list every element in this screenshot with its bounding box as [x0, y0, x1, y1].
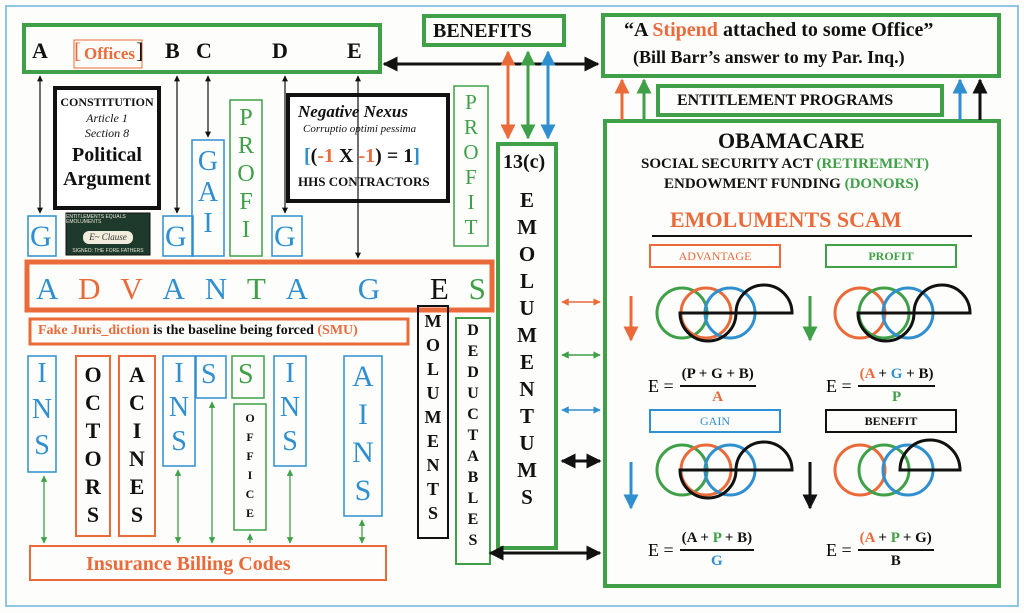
top-letters-box	[22, 23, 382, 74]
fake-jurisdiction-text: Fake Juris_diction is the baseline being…	[38, 323, 358, 338]
fake-box	[28, 317, 410, 346]
constitution-box	[53, 86, 161, 210]
advantage-label: ADVANTAGE	[678, 249, 752, 263]
s-label-blue: S	[201, 359, 217, 390]
entitlement-label: ENTITLEMENT PROGRAMS	[677, 92, 894, 109]
ins-box-1	[27, 355, 57, 473]
entitlement-box	[656, 84, 944, 117]
g-box-1	[27, 215, 57, 257]
offices-bracket-box	[73, 39, 143, 69]
acines-box	[118, 355, 156, 537]
obamacare-line3: ENDOWMENT FUNDING (DONORS)	[664, 176, 919, 192]
obamacare-title: OBAMACARE	[718, 128, 865, 153]
wave-benefit	[833, 438, 962, 497]
s-box-green	[231, 355, 265, 399]
letter-a: A	[32, 38, 48, 63]
profi-box	[229, 99, 263, 257]
advantages-row: A D V A N T A G E S	[36, 271, 486, 306]
formula-gain: E = (A + P + B)G	[648, 530, 755, 569]
g-box-3	[271, 215, 303, 257]
formula-profit: E = (A + G + B)P	[826, 366, 936, 405]
nexus-subtitle: Corruptio optimi pessima	[303, 123, 417, 135]
gai-box	[191, 139, 225, 257]
g-label-3: G	[274, 220, 296, 253]
gain-label: GAIN	[700, 414, 730, 428]
g-label-2: G	[165, 220, 187, 253]
ins-box-2	[162, 355, 196, 467]
obamacare-box	[603, 119, 1001, 588]
outer-frame	[5, 5, 1019, 607]
wave-advantage	[655, 283, 794, 343]
letter-c: C	[196, 38, 212, 63]
moluments-box	[417, 305, 449, 539]
nexus-title: Negative Nexus	[298, 102, 409, 121]
formula-benefit: E = (A + P + G)B	[826, 530, 934, 569]
gain-label-box	[649, 409, 781, 433]
nexus-hhs: HHS CONTRACTORS	[298, 174, 430, 189]
office-box	[233, 403, 267, 531]
octors-box	[75, 355, 111, 537]
benefit-label: BENEFIT	[864, 414, 918, 428]
wave-profit	[833, 283, 972, 343]
benefit-label-box	[825, 409, 957, 433]
advantages-box	[24, 259, 495, 313]
emoluments-scam-title: EMOLUMENTS SCAM	[670, 207, 902, 232]
offices-label: Offices	[84, 44, 135, 63]
profit-label: PROFIT	[868, 249, 914, 263]
benefits-label: BENEFITS	[433, 20, 532, 42]
seal-image: ENTITLEMENTS EQUALS EMOLUMENTS E~ Clause…	[66, 214, 144, 254]
deductables-box	[455, 317, 491, 565]
profit-label-box	[825, 244, 957, 268]
nexus-box	[286, 93, 450, 203]
stipend-line1: “A Stipend attached to some Office”	[624, 19, 934, 41]
ins-box-3	[273, 355, 307, 467]
profit-box	[453, 85, 489, 247]
billing-connectors	[40, 401, 366, 544]
stipend-box	[601, 13, 1001, 78]
offices-bracket-open: [	[74, 38, 82, 63]
wave-gain	[655, 440, 794, 500]
billing-codes-label: Insurance Billing Codes	[86, 553, 291, 575]
nexus-equation: [(-1 X -1) = 1]	[304, 145, 420, 167]
constitution-text: CONSTITUTION Article 1 Section 8 Politic…	[60, 95, 154, 190]
g-box-2	[162, 215, 194, 257]
letter-d: D	[272, 38, 288, 63]
formula-advantage: E = (P + G + B)A	[648, 366, 756, 405]
obamacare-line2: SOCIAL SECURITY ACT (RETIREMENT)	[641, 156, 929, 172]
benefits-box	[422, 14, 566, 47]
stipend-line2: (Bill Barr’s answer to my Par. Inq.)	[633, 47, 905, 67]
s-label-green: S	[238, 359, 254, 390]
letter-e: E	[347, 38, 362, 63]
s-box-blue	[195, 355, 227, 399]
billing-box	[29, 545, 387, 581]
offices-bracket-close: ]	[136, 38, 144, 63]
letter-b: B	[165, 38, 180, 63]
g-label-1: G	[30, 220, 52, 253]
advantage-label-box	[649, 244, 781, 268]
thirteen-c-label: 13(c)	[503, 151, 546, 173]
ains-box	[343, 355, 383, 517]
